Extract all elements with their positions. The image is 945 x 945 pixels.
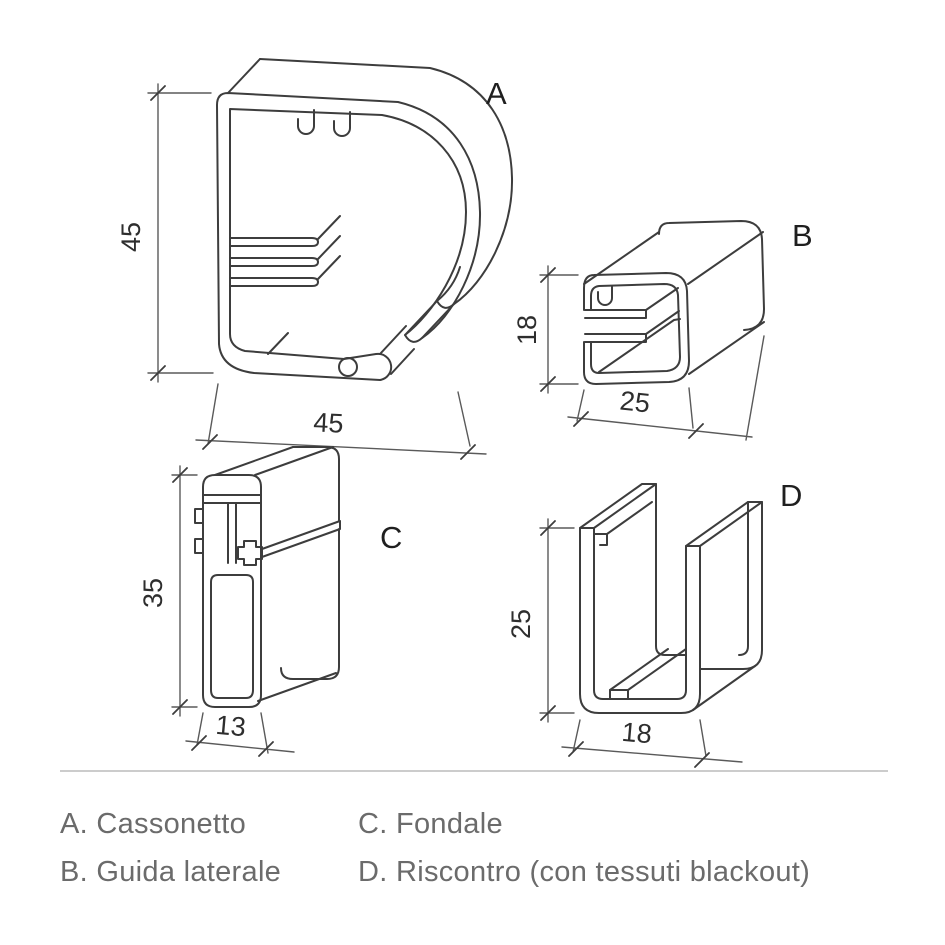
figure-label-a: A: [486, 76, 507, 111]
profile-c-drawing: 35 13: [138, 446, 341, 757]
dimension-d-height: 25: [506, 518, 575, 723]
legend-name-c: Fondale: [395, 808, 503, 840]
dimension-a-height: 45: [116, 83, 214, 383]
dimension-b-width-value: 25: [618, 386, 651, 419]
dimension-c-width-value: 13: [215, 710, 248, 743]
dimension-a-width: 45: [195, 383, 487, 460]
dimension-c-width: 13: [185, 710, 295, 757]
profile-c-side-rail: [261, 520, 341, 558]
profile-a-foot-details: [267, 325, 415, 377]
profile-c-inner-details: [194, 494, 263, 699]
legend-key-d: D.: [358, 856, 388, 888]
legend-item-b: B. Guida laterale: [60, 856, 281, 889]
profile-b-outline: [583, 272, 690, 385]
dimension-b-height: 18: [512, 265, 579, 394]
dimension-c-height: 35: [138, 465, 198, 717]
legend-item-a: A. Cassonetto: [60, 808, 246, 841]
divider-line: [60, 770, 888, 772]
dimension-b-height-value: 18: [512, 315, 542, 345]
legend-name-a: Cassonetto: [96, 808, 247, 840]
dimension-d-height-value: 25: [506, 609, 536, 639]
legend-key-c: C.: [358, 808, 388, 840]
profile-a-outline: [216, 92, 482, 381]
profile-c-outline: [202, 474, 262, 708]
figure-label-d: D: [780, 478, 803, 513]
profile-a-ribs: [229, 215, 341, 287]
dimension-d-width: 18: [561, 717, 743, 768]
dimension-a-height-value: 45: [116, 222, 146, 252]
legend-name-b: Guida laterale: [96, 856, 282, 888]
profile-c-back-edges: [214, 446, 340, 702]
profile-d-back-edges: [579, 483, 763, 711]
profile-d-inner-details: [593, 501, 687, 700]
profile-b-clip-hook: [597, 285, 613, 306]
profile-a-drawing: 45 45: [116, 58, 514, 460]
legend-name-d: Riscontro (con tessuti blackout): [395, 856, 811, 888]
legend-key-a: A.: [60, 808, 88, 840]
dimension-c-height-value: 35: [138, 578, 168, 608]
profile-b-inner-wall: [590, 283, 681, 374]
legend-item-d: D. Riscontro (con tessuti blackout): [358, 856, 810, 889]
profile-b-rails: [584, 287, 681, 373]
dimension-d-width-value: 18: [621, 717, 654, 750]
figure-label-b: B: [792, 218, 813, 253]
profile-a-clip-hooks: [297, 109, 351, 137]
profile-b-drawing: 18 25: [512, 220, 765, 441]
figure-label-c: C: [380, 520, 403, 555]
profile-d-outline: [579, 527, 701, 714]
legend-item-c: C. Fondale: [358, 808, 503, 841]
profile-d-drawing: 25 18: [506, 483, 763, 768]
dimension-b-width: 25: [567, 335, 765, 441]
dimension-a-width-value: 45: [313, 407, 345, 439]
legend-key-b: B.: [60, 856, 88, 888]
